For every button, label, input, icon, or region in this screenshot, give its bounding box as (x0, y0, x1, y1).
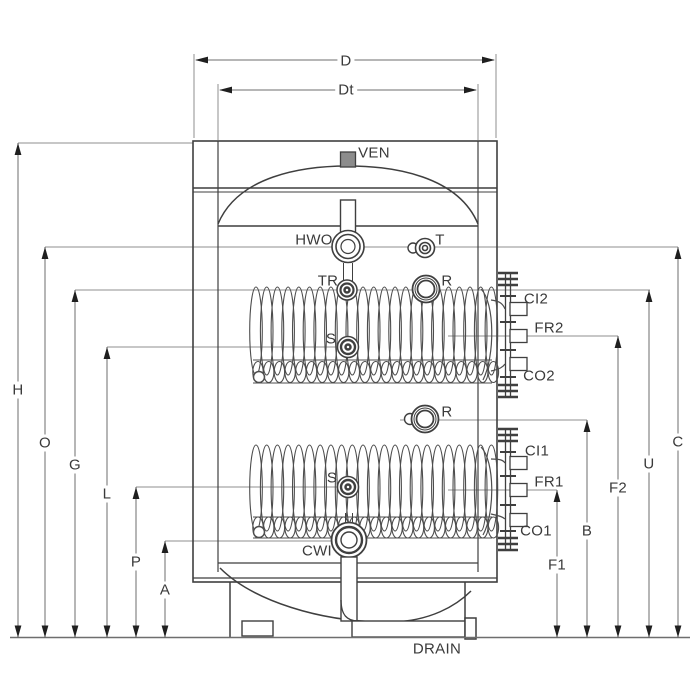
dim-label-u: U (640, 455, 658, 473)
dim-label-c: C (669, 433, 687, 451)
dim-label-l: L (99, 485, 115, 503)
label-r-lower: R (441, 403, 453, 421)
label-drain: DRAIN (412, 640, 462, 658)
dim-label-h: H (9, 381, 27, 399)
label-co1: CO1 (520, 522, 552, 540)
label-t: T (435, 231, 445, 249)
label-s-upper: S (325, 330, 337, 348)
label-ci1: CI1 (524, 442, 550, 460)
upper-flange (490, 271, 528, 399)
drain-pipe (340, 556, 477, 640)
dim-label-dt: Dt (335, 81, 357, 99)
dim-label-d: D (337, 52, 355, 70)
label-s-lower: S (326, 469, 338, 487)
dimension-lines (10, 56, 690, 639)
label-hwo: HWO (295, 231, 333, 249)
label-ci2: CI2 (523, 290, 549, 308)
label-fr2: FR2 (534, 319, 564, 337)
label-cwi: CWI (301, 542, 333, 560)
label-r-upper: R (441, 272, 453, 290)
dim-label-b: B (578, 522, 596, 540)
label-co2: CO2 (523, 367, 555, 385)
upper-coil (249, 286, 500, 384)
dim-label-f1: F1 (544, 556, 570, 574)
dim-label-p: P (127, 553, 145, 571)
dim-label-g: G (66, 456, 84, 474)
lower-flange (490, 427, 528, 552)
dim-label-a: A (156, 581, 174, 599)
dim-label-o: O (36, 434, 54, 452)
dim-label-f2: F2 (605, 479, 631, 497)
lower-coil (249, 444, 500, 539)
fittings (330, 229, 441, 559)
label-tr: TR (317, 272, 339, 290)
label-fr1: FR1 (534, 473, 564, 491)
label-ven: VEN (358, 144, 390, 162)
